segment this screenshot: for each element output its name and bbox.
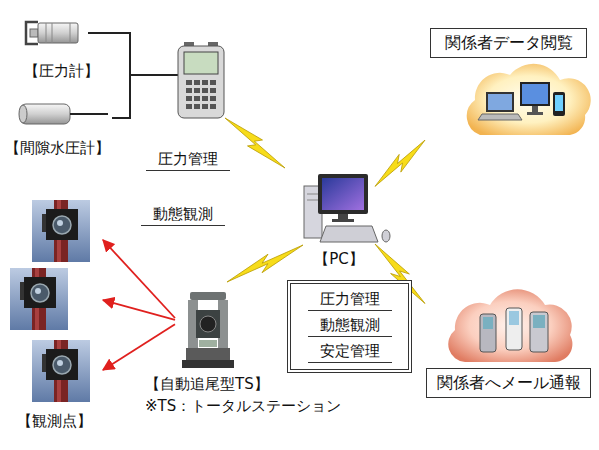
pc-node: 【PC】 [303,172,375,268]
node-text: 【圧力計】 [24,62,99,80]
piezometer-icon [19,104,108,124]
node-text: ※TS：トータルステーション [145,397,341,415]
pc-icon [304,174,390,242]
sighting-arrow [103,324,175,370]
link-label: 動態観測 [141,205,225,226]
total-station-node: 【自動追尾型TS】※TS：トータルステーション [175,282,240,372]
wireless-bolt [225,118,285,168]
prism-photo [32,340,90,402]
link-label: 圧力管理 [146,150,230,171]
mail-cloud [448,289,572,362]
node-text: 圧力管理 [308,290,392,311]
observation-node: 【観測点】 [5,198,103,430]
node-text: 動態観測 [308,316,392,337]
node-text: 安定管理 [308,342,392,363]
sighting-arrow [103,300,175,320]
prism-photo [10,268,68,330]
mail-node: 関係者へメール通報 [425,293,592,398]
node-text: 関係者へメール通報 [426,368,591,398]
node-text: 関係者データ閲覧 [430,28,587,58]
prism-photo [32,200,90,262]
total-station-icon [182,292,234,368]
sensor-wire [130,74,178,76]
pressure-gauge-icon [26,22,78,44]
sensor-node: 【圧力計】 [15,16,107,80]
sighting-arrow [103,240,175,318]
data-logger-icon [178,42,224,118]
wireless-bolt [375,140,425,186]
viewer-node: 関係者データ閲覧 [425,28,592,146]
viewer-cloud [467,64,591,135]
wireless-bolt [227,245,303,282]
node-text: 【観測点】 [17,412,92,430]
node-text: 【自動追尾型TS】 [145,375,269,393]
node-text: 【PC】 [314,250,364,268]
function-box: 圧力管理動態観測安定管理 [287,280,412,373]
node-text: 【間隙水圧計】 [5,139,110,157]
sensor-node: 【間隙水圧計】 [0,95,114,157]
